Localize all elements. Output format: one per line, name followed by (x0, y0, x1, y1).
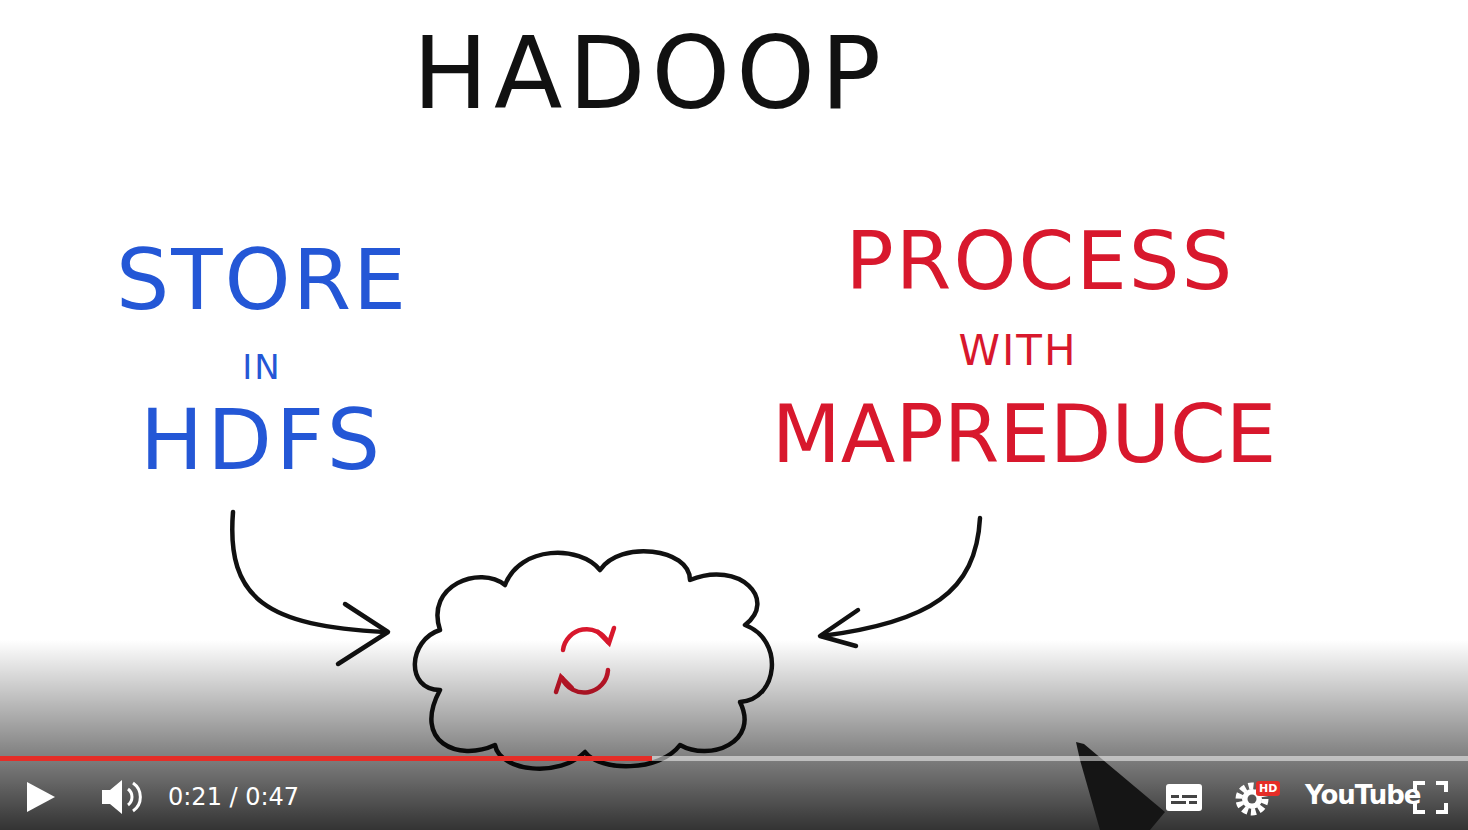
progress-track (0, 756, 1468, 761)
connector-word: WITH (958, 330, 1077, 372)
buffer-bar (652, 756, 1468, 761)
connector-word: IN (242, 350, 281, 384)
progress-played (0, 756, 652, 761)
framework-name: MAPREDUCE (772, 395, 1277, 475)
time-display: 0:21 / 0:47 (168, 785, 299, 809)
player-shade (0, 640, 1468, 830)
storage-word: STORE (116, 238, 408, 322)
hd-badge: HD (1259, 783, 1277, 794)
diagram-title: HADOOP (413, 24, 887, 124)
volume-icon (102, 780, 140, 814)
play-icon (27, 782, 55, 812)
storage-name: HDFS (140, 398, 384, 482)
marker-pen (1076, 742, 1165, 830)
subtitles-icon (1166, 784, 1202, 811)
settings-icon (1239, 781, 1280, 812)
process-word: PROCESS (846, 222, 1235, 302)
brand-logo: YouTube (1305, 782, 1420, 808)
